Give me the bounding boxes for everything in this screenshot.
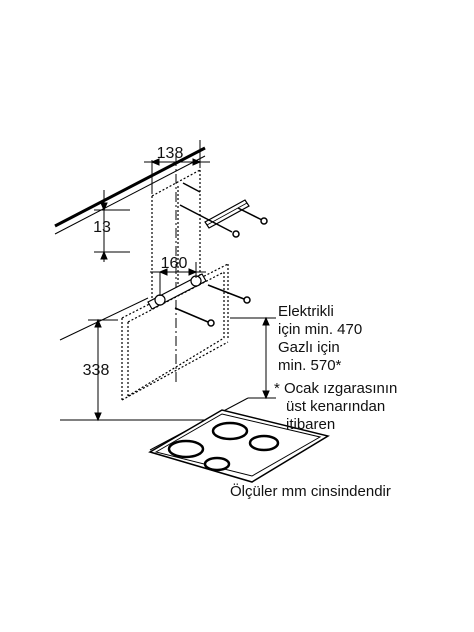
burner-icon xyxy=(248,434,280,452)
clearance-line-3: Gazlı için xyxy=(278,339,340,356)
dim-138 xyxy=(144,140,210,194)
burner-icon xyxy=(211,421,249,441)
footnote-line-1: * Ocak ızgarasının xyxy=(274,380,397,397)
footnote: * Ocak ızgarasının üst kenarından itibar… xyxy=(274,380,397,433)
dim-label-138: 138 xyxy=(157,145,184,162)
clearance-line-4: min. 570* xyxy=(278,357,342,374)
footnote-line-3: itibaren xyxy=(286,416,335,433)
top-bracket xyxy=(204,199,250,229)
dim-13 xyxy=(94,190,130,262)
clearance-line-2: için min. 470 xyxy=(278,321,362,338)
lower-bracket xyxy=(147,273,207,310)
screw-icon xyxy=(243,296,251,304)
clearance-note: Elektrikli için min. 470 Gazlı için min.… xyxy=(278,303,362,374)
screw-icon xyxy=(260,217,268,225)
burner-icon xyxy=(203,456,231,472)
ceiling-edge xyxy=(54,146,206,235)
dim-label-160: 160 xyxy=(161,255,188,272)
dim-160 xyxy=(150,262,206,296)
burner-icon xyxy=(167,439,205,459)
dim-338 xyxy=(88,318,120,422)
lower-chimney-outline xyxy=(121,263,229,401)
clearance-line-1: Elektrikli xyxy=(278,303,334,320)
hob xyxy=(148,409,330,483)
screw-icon xyxy=(207,319,215,327)
dim-label-13: 13 xyxy=(93,219,111,236)
dim-clearance xyxy=(230,316,276,400)
lower-screws xyxy=(174,284,251,327)
dim-label-338: 338 xyxy=(83,362,110,379)
keyhole-left-icon xyxy=(154,294,166,306)
upper-chimney-outline xyxy=(151,169,201,300)
units-note: Ölçüler mm cinsindendir xyxy=(230,482,391,500)
top-screws xyxy=(179,182,268,238)
screw-icon xyxy=(232,230,240,238)
footnote-line-2: üst kenarından xyxy=(286,398,385,415)
